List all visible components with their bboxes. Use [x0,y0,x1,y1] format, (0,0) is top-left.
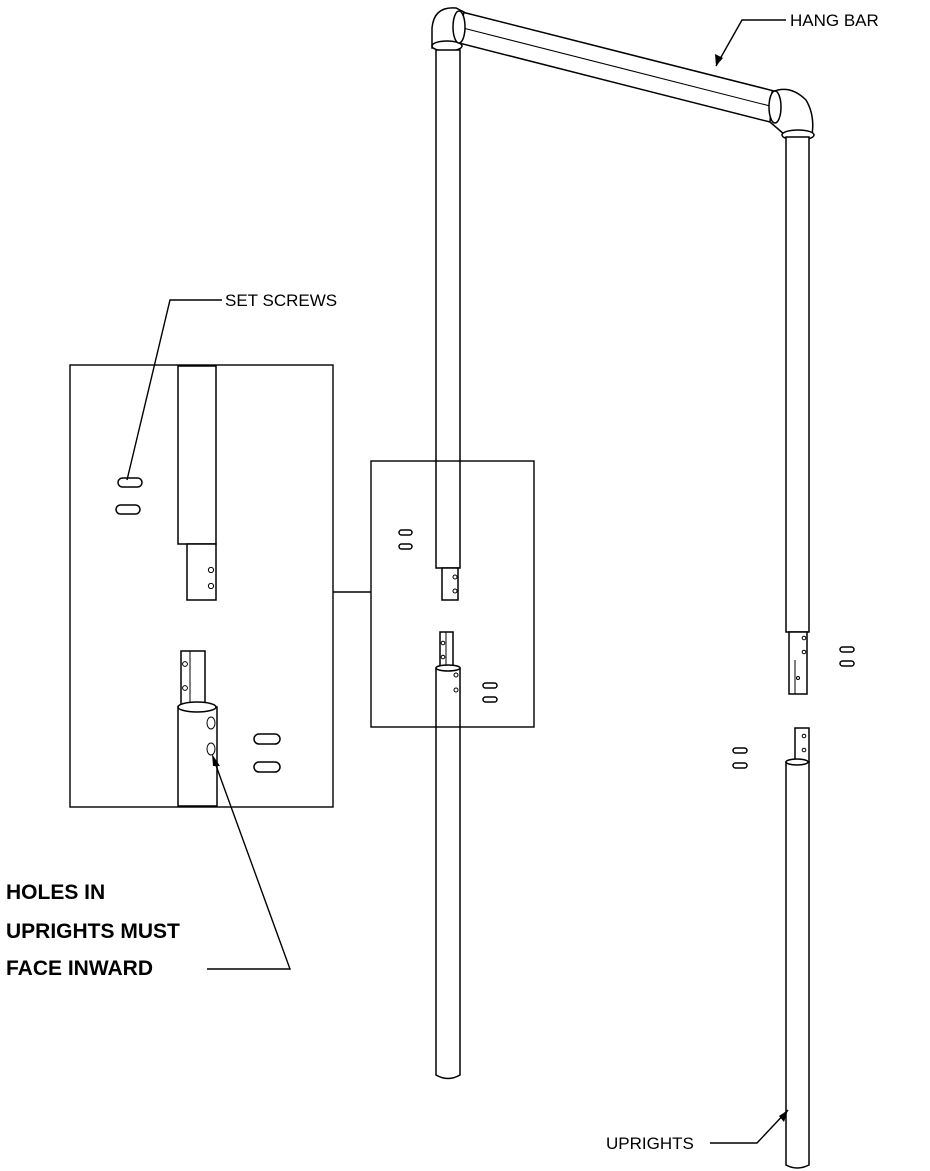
right-upright-lower [785,727,810,1169]
left-elbow [431,7,466,52]
uprights-callout: UPRIGHTS [606,1109,789,1153]
left-upright-upper [435,49,461,601]
screw-pair-right-top [839,646,855,667]
right-upright-upper [785,136,810,695]
detail-screws-bottom [253,733,281,773]
right-elbow [768,88,815,141]
screw-pair-right-bottom [732,747,748,769]
uprights-label: UPRIGHTS [606,1134,694,1153]
hang-bar-label: HANG BAR [790,11,879,30]
hang-bar-callout: HANG BAR [715,11,879,67]
set-screws-label: SET SCREWS [225,291,337,310]
set-screws-callout: SET SCREWS [126,291,337,481]
screw-pair-mid-bottom [482,682,498,703]
hang-bar [431,7,815,141]
warning-line-3: FACE INWARD [6,957,153,980]
warning-callout: HOLES IN UPRIGHTS MUST FACE INWARD [6,754,291,980]
left-upright-lower [435,631,461,1080]
screw-pair-mid-top [398,529,413,550]
detail-box-large [69,364,334,808]
warning-line-2: UPRIGHTS MUST [6,920,180,943]
detail-box-small [370,460,535,728]
detail-screws-top [115,477,143,515]
set-screw-pairs [398,529,855,769]
warning-line-1: HOLES IN [6,881,105,904]
